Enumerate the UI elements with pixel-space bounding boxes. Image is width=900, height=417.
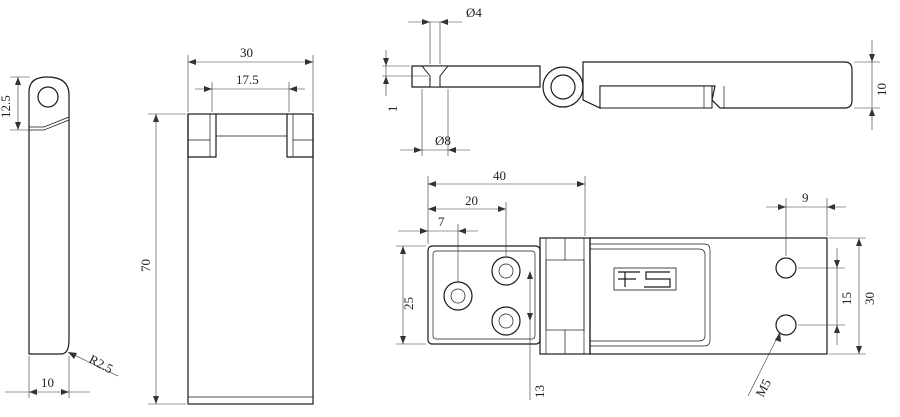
plan-dim-30: 30 (862, 292, 877, 305)
side-dim-10: 10 (41, 375, 54, 390)
plan-left-leaf (427, 245, 541, 345)
side-dim-12-5: 12.5 (0, 95, 13, 118)
plan-dim-15: 15 (839, 292, 854, 305)
section-pin (550, 74, 576, 100)
front-dim-70: 70 (138, 259, 153, 272)
section-left-leaf (411, 65, 541, 88)
plan-dim-25: 25 (401, 297, 416, 310)
front-view-body (187, 113, 314, 405)
plan-threaded-hole-bottom (775, 314, 797, 336)
side-view-outline (28, 76, 70, 355)
side-view-hinge-line (29, 119, 70, 131)
plan-dim-13: 13 (532, 385, 547, 398)
section-dim-d4: Ø4 (466, 5, 482, 20)
side-view-pin-hole (37, 86, 59, 108)
plan-dim-9: 9 (802, 190, 809, 205)
plan-countersunk-holes (443, 256, 521, 336)
plan-thread-m5: M5 (752, 376, 774, 399)
section-view: Ø4 Ø8 1 10 (382, 5, 889, 156)
plan-dim-40: 40 (493, 168, 506, 183)
front-view: 30 17.5 70 (138, 45, 314, 405)
side-view: 12.5 R2.5 10 (0, 76, 119, 398)
fs-logo-mark (613, 267, 677, 291)
plan-dim-7: 7 (438, 214, 445, 229)
plan-threaded-hole-top (775, 257, 797, 279)
plan-right-leaf (589, 237, 828, 355)
section-dim-d8: Ø8 (435, 133, 451, 148)
section-dim-1: 1 (385, 106, 400, 113)
front-dim-30: 30 (240, 45, 253, 60)
plan-dim-20: 20 (465, 193, 478, 208)
section-dim-10: 10 (874, 83, 889, 96)
front-dim-17-5: 17.5 (236, 72, 259, 87)
plan-view: 40 20 7 9 25 15 (396, 168, 877, 400)
